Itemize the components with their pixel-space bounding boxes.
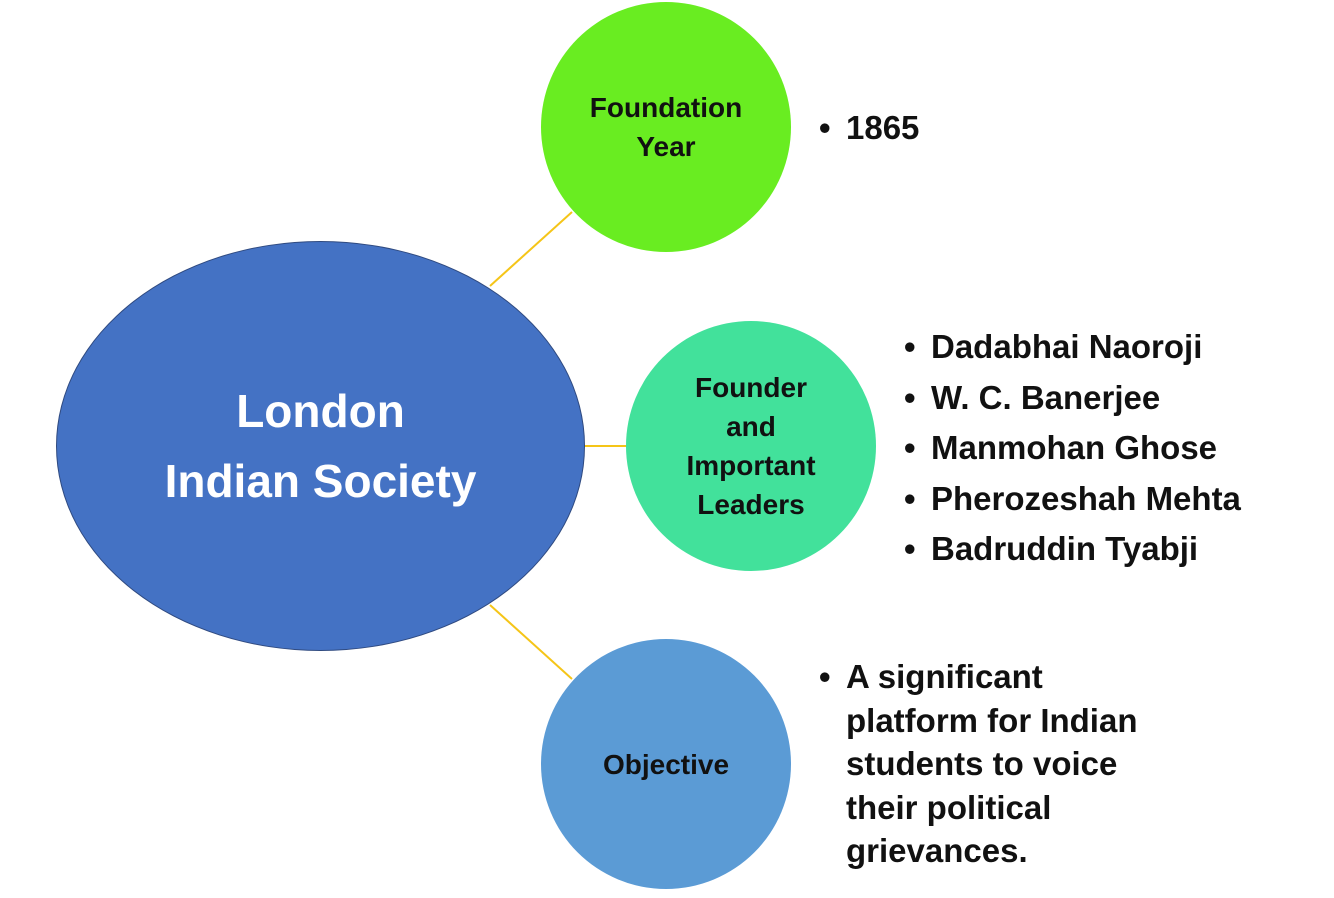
central-title-line2: Indian Society: [164, 455, 477, 507]
list-item: Manmohan Ghose: [904, 423, 1241, 474]
leaders-list: Dadabhai Naoroji W. C. Banerjee Manmohan…: [904, 322, 1241, 575]
branch-node-founder-leaders: Founder and Important Leaders: [626, 321, 876, 571]
list-item: A significant platform for Indian studen…: [819, 655, 1176, 873]
branch-node-foundation-year: Foundation Year: [541, 2, 791, 252]
list-item: Badruddin Tyabji: [904, 524, 1241, 575]
branch-title-line: Founder: [695, 372, 807, 403]
branch-title-line: Leaders: [697, 489, 805, 520]
branch-title-line: Important: [686, 450, 816, 481]
list-item: Pherozeshah Mehta: [904, 474, 1241, 525]
central-title-line1: London: [236, 385, 405, 437]
connector-foundation-year: [489, 211, 573, 287]
list-item: 1865: [819, 106, 919, 150]
objective-list: A significant platform for Indian studen…: [819, 655, 1176, 873]
central-node: London Indian Society: [56, 241, 585, 651]
branch-title-line: Foundation: [589, 92, 743, 123]
list-item: W. C. Banerjee: [904, 373, 1241, 424]
branch-title-line: and: [726, 411, 776, 442]
connector-objective: [489, 604, 573, 680]
list-item: Dadabhai Naoroji: [904, 322, 1241, 373]
branch-title-line: Objective: [602, 748, 730, 780]
branch-node-objective: Objective: [541, 639, 791, 889]
branch-title-line: Year: [636, 131, 696, 162]
foundation-year-list: 1865: [819, 106, 919, 150]
